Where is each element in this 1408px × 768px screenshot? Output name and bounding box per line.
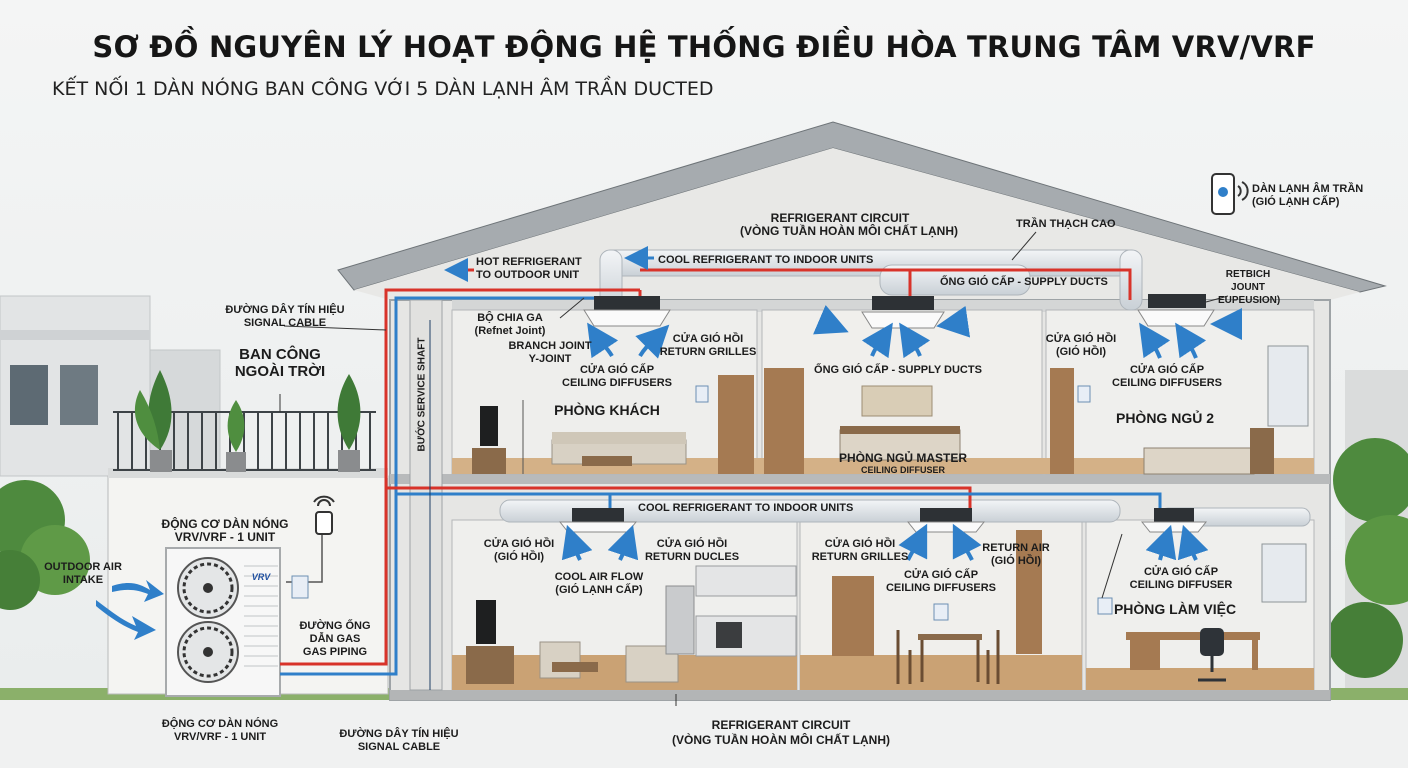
thermostat-icon xyxy=(1077,385,1091,403)
bed-icon xyxy=(839,385,961,461)
tv-icon xyxy=(472,406,506,474)
door xyxy=(718,375,754,474)
return-3-label: CỬA GIÓ HỒI(GIÓ HỒI) xyxy=(483,538,555,563)
office-label: PHÒNG LÀM VIỆC xyxy=(1113,601,1237,617)
bed-icon xyxy=(1143,428,1274,475)
dining-table-icon xyxy=(896,630,1000,684)
cool-air-flow-label: COOL AIR FLOW(GIÓ LẠNH CẤP) xyxy=(554,571,644,596)
return-air-label: RETURN AIR(GIÓ HỒI) xyxy=(982,542,1050,567)
tv-icon xyxy=(476,600,496,644)
tree-right xyxy=(1327,370,1408,700)
refrigerant-circuit-bottom-label: REFRIGERANT CIRCUIT(VÒNG TUẦN HOÀN MÔI C… xyxy=(672,718,890,747)
outdoor-unit xyxy=(165,547,281,697)
service-shaft-label: BƯỚC SERVICE SHAFT xyxy=(416,337,428,452)
window xyxy=(1261,543,1307,603)
cool-refrigerant-mid-label: COOL REFRIGERANT TO INDOOR UNITS xyxy=(638,502,854,514)
refrigerant-circuit-label: REFRIGERANT CIRCUIT(VÒNG TUẦN HOÀN MÔI C… xyxy=(740,211,958,238)
living-room-label: PHÒNG KHÁCH xyxy=(554,402,660,418)
plant-icon xyxy=(134,370,361,472)
door xyxy=(832,576,874,656)
refrigerant-lines xyxy=(280,268,1162,690)
remote-control-icon xyxy=(291,173,1235,599)
kitchen-icon xyxy=(665,565,797,657)
indoor-unit-label: DÀN LẠNH ÂM TRẦN(GIÓ LẠNH CẤP) xyxy=(1252,183,1364,208)
tv-cabinet xyxy=(466,646,514,684)
sofa-icon xyxy=(539,641,679,683)
leader-lines xyxy=(279,231,1229,706)
cool-refrigerant-top-label: COOL REFRIGERANT TO INDOOR UNITS xyxy=(658,254,874,266)
door xyxy=(1050,368,1074,474)
page-title: SƠ ĐỒ NGUYÊN LÝ HOẠT ĐỘNG HỆ THỐNG ĐIỀU … xyxy=(92,30,1316,64)
door xyxy=(764,368,804,474)
arrow-icon xyxy=(96,580,164,640)
tree-left xyxy=(0,480,90,610)
chair-icon xyxy=(1198,628,1226,682)
thermostat-icon xyxy=(933,603,949,621)
thermostat-icon xyxy=(695,385,709,403)
gypsum-ceiling-label: TRẦN THẠCH CAO xyxy=(1016,218,1116,230)
gas-splitter-label: BỘ CHIA GA(Refnet Joint) xyxy=(474,312,546,337)
page-subtitle: KẾT NỐI 1 DÀN NÓNG BAN CÔNG VỚI 5 DÀN LẠ… xyxy=(52,78,714,100)
supply-ducts-right-label: ỐNG GIÓ CẤP - SUPPLY DUCTS xyxy=(940,276,1108,288)
thermostat-icon xyxy=(1097,597,1113,615)
supply-ducts-mid-label: ỐNG GIÓ CẤP - SUPPLY DUCTS xyxy=(814,364,982,376)
airflow-arrows xyxy=(561,304,1242,561)
unit-brand-logo: VRV xyxy=(251,572,271,582)
bedroom-2-label: PHÒNG NGỦ 2 xyxy=(1115,410,1214,426)
door xyxy=(1016,530,1042,654)
return-grille-2-label: CỬA GIÓ HỒI(GIÓ HỒI) xyxy=(1045,333,1117,358)
sofa-icon xyxy=(551,432,687,466)
window xyxy=(1267,345,1309,427)
desk-icon xyxy=(1126,632,1260,670)
wifi-icon xyxy=(313,181,1249,507)
